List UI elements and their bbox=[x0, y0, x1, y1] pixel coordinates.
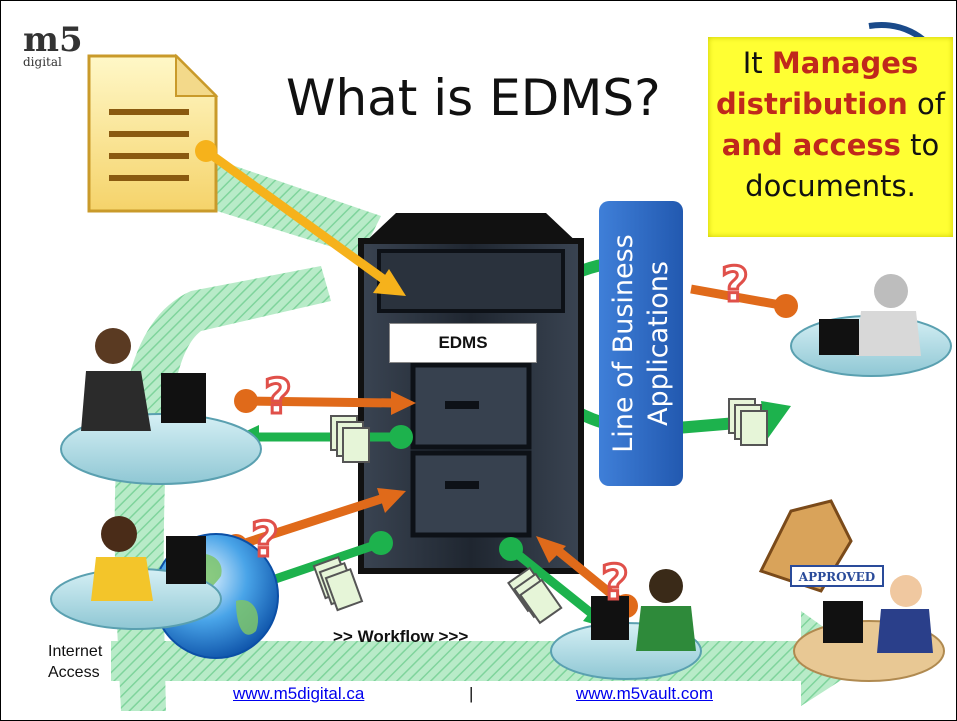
lob-line2: Applications bbox=[643, 261, 674, 426]
callout-text: It bbox=[742, 46, 763, 80]
callout-box: It Manages distribution of and access to… bbox=[708, 37, 953, 237]
callout-highlight: distribution bbox=[715, 87, 908, 121]
question-mark-icon: ? bbox=[721, 257, 749, 313]
approved-stamp-text: APPROVED bbox=[798, 570, 875, 584]
worker-left-bottom bbox=[50, 516, 222, 630]
document-stack-icons bbox=[312, 398, 768, 625]
logo-sub: digital bbox=[23, 55, 62, 69]
footer-link-m5vault[interactable]: www.m5vault.com bbox=[576, 684, 713, 703]
question-marks: ? ? ? ? bbox=[250, 256, 751, 613]
callout-highlight: and access bbox=[721, 128, 901, 162]
edms-label: EDMS bbox=[389, 323, 537, 363]
question-mark-icon: ? bbox=[251, 512, 279, 568]
lob-label: Line of Business Applications bbox=[599, 201, 683, 486]
footer-link-m5digital[interactable]: www.m5digital.ca bbox=[233, 684, 365, 703]
callout-text: of bbox=[917, 87, 945, 121]
worker-right-top bbox=[790, 274, 952, 377]
logo-mark: m5 bbox=[23, 20, 83, 60]
server-cabinet bbox=[358, 213, 584, 574]
footer-separator: | bbox=[469, 684, 474, 703]
worker-bottom-right bbox=[793, 575, 945, 682]
lob-line1: Line of Business bbox=[608, 234, 639, 453]
question-mark-icon: ? bbox=[601, 555, 629, 611]
question-mark-icon: ? bbox=[264, 369, 292, 425]
document-icon bbox=[87, 53, 219, 213]
callout-highlight: Manages bbox=[771, 46, 919, 80]
m5-logo: m5 digital bbox=[23, 20, 83, 78]
internet-line1: Internet bbox=[48, 643, 103, 660]
worker-left-top bbox=[60, 328, 262, 485]
callout-text: to bbox=[910, 128, 940, 162]
callout-text: documents. bbox=[745, 169, 916, 203]
workflow-label: >> Workflow >>> bbox=[333, 627, 469, 646]
worker-bottom-center bbox=[550, 569, 702, 680]
internet-line2: Access bbox=[48, 664, 100, 681]
internet-access-label: Internet Access bbox=[48, 641, 102, 683]
approved-stamp-icon: APPROVED bbox=[758, 499, 884, 593]
lob-box bbox=[599, 201, 683, 486]
page-title: What is EDMS? bbox=[286, 69, 661, 127]
